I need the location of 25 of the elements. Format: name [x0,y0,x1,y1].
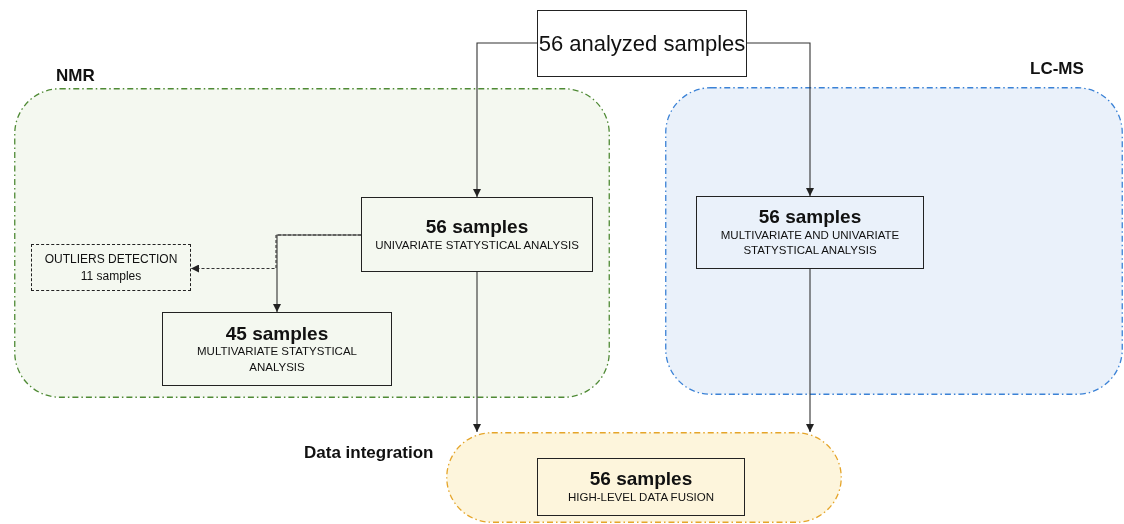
arrow [806,268,814,433]
arrow [473,42,538,198]
sample-count: 45 samples [225,322,329,345]
dashed-process-box [31,244,191,291]
group-heading: Data integration [304,443,434,463]
box-title: 56 analyzed samples [538,30,746,57]
sample-count: 11 samples [80,267,142,285]
analysis-description: MULTIVARIATE AND UNIVARIATE STATYSTICAL ANALYSIS [719,227,901,259]
process-box [537,10,747,77]
box-title: OUTLIERS DETECTION [44,250,178,268]
group-heading: NMR [56,66,95,86]
arrow [473,271,481,433]
process-box [537,458,745,516]
process-box [696,196,924,269]
analysis-description: MULTIVARIATE STATYSTICAL ANALYSIS [196,344,358,375]
process-box [162,312,392,386]
sample-count: 56 samples [589,468,693,491]
arrow [746,42,814,197]
analysis-description: UNIVARIATE STATYSTICAL ANALYSIS [374,237,580,253]
sample-count: 56 samples [758,206,862,228]
sample-count: 56 samples [425,215,529,238]
group-heading: LC-MS [1030,59,1084,79]
dashed-arrow [190,234,362,273]
process-box [361,197,593,272]
analysis-description: HIGH-LEVEL DATA FUSION [566,490,716,506]
